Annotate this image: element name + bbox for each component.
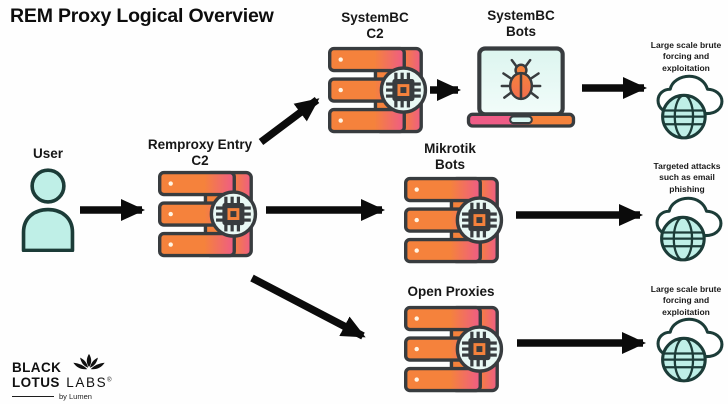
label-remproxy-entry-c2: Remproxy Entry C2 [147, 137, 253, 169]
globe-cloud-icon-top [655, 74, 725, 141]
logo-rule [12, 395, 54, 398]
page-title: REM Proxy Logical Overview [10, 5, 274, 27]
lotus-flower-icon [73, 353, 105, 370]
label-mikrotik-bots: Mikrotik Bots [424, 141, 476, 173]
arrow-remproxy-to-systembc-c2 [258, 97, 320, 145]
globe-cloud-icon-bottom [655, 317, 725, 384]
arrow-remproxy-to-open-proxies [250, 274, 366, 340]
logo-word-labs: LABS® [66, 375, 112, 390]
label-systembc-bots: SystemBC Bots [487, 8, 555, 40]
outcome-text-top: Large scale brute forcing and exploitati… [650, 40, 722, 73]
cpu-chip-icon [379, 66, 428, 114]
logo-word-black: BLACK [12, 359, 62, 375]
server-icon-remproxy-entry-c2 [158, 170, 258, 258]
user-icon [19, 167, 77, 253]
cpu-chip-icon [209, 190, 258, 238]
laptop-bug-icon [466, 46, 576, 129]
cpu-chip-icon [455, 325, 504, 373]
cpu-chip-icon [455, 196, 504, 244]
black-lotus-labs-logo: BLACK LOTUS LABS® by Lumen [12, 353, 112, 401]
label-systembc-c2: SystemBC C2 [341, 10, 409, 42]
server-icon-open-proxies [404, 305, 504, 393]
globe-cloud-icon-middle [654, 196, 724, 263]
outcome-text-middle: Targeted attacks such as email phishing [653, 161, 721, 194]
outcome-text-bottom: Large scale brute forcing and exploitati… [650, 284, 722, 317]
logo-byline: by Lumen [12, 392, 112, 401]
server-icon-mikrotik-bots [404, 176, 504, 264]
bug-icon [500, 58, 542, 101]
label-user: User [32, 146, 64, 161]
logo-word-lotus: LOTUS [12, 375, 60, 390]
server-icon-systembc-c2 [328, 46, 428, 134]
label-open-proxies: Open Proxies [407, 284, 495, 299]
